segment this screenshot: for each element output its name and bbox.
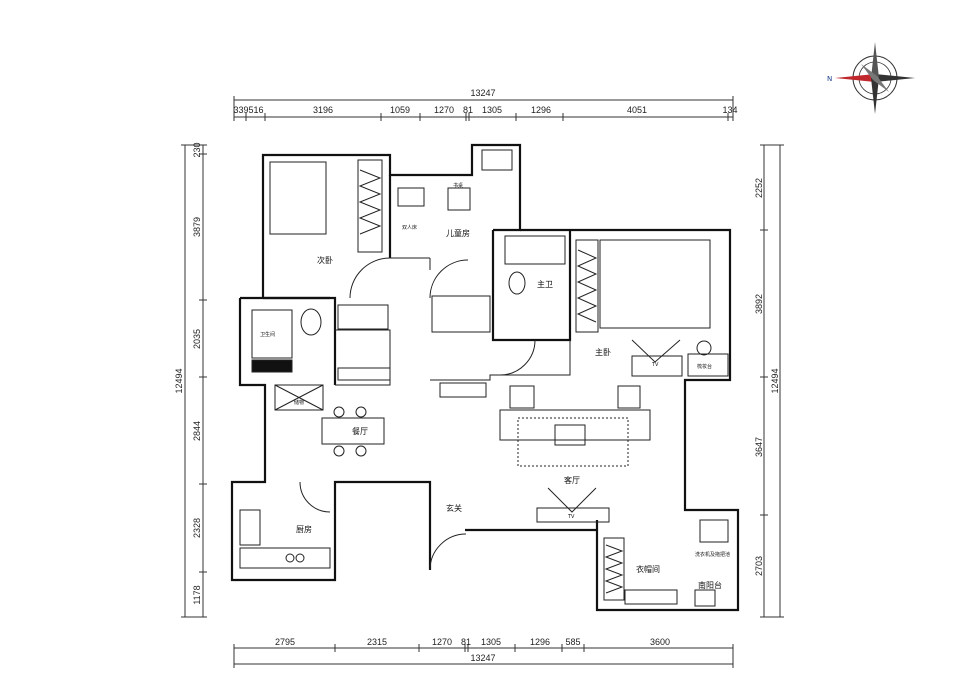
- room-label-bathroom: 卫生间: [260, 331, 275, 338]
- dim: 3600: [650, 637, 670, 647]
- rug: [517, 417, 629, 467]
- dim: 2703: [754, 556, 764, 576]
- label-tv-living: TV: [567, 514, 575, 520]
- toilet-master: [508, 271, 526, 295]
- compass-north-label: N: [827, 75, 832, 83]
- right-total-dim: 12494: [770, 368, 780, 393]
- dim: 1296: [530, 637, 550, 647]
- bed-master: [599, 239, 711, 329]
- sofa: [499, 409, 651, 441]
- tv-cabinet-master: [631, 355, 683, 377]
- dining-table: [321, 417, 385, 445]
- label-tv-master: TV: [651, 362, 659, 368]
- counter: [239, 547, 331, 569]
- right-dimension-lines: 2252 3892 3647 2703 12494: [754, 144, 784, 618]
- coffee-table: [554, 424, 586, 446]
- dim: 3892: [754, 294, 764, 314]
- room-label-walk-in-closet: 衣帽间: [636, 564, 660, 574]
- dim: 1305: [482, 105, 502, 115]
- dim: 81: [461, 637, 471, 647]
- room-label-balcony: 南阳台: [698, 580, 722, 590]
- dim: 339: [233, 105, 248, 115]
- label-dresser: 梳妆台: [697, 363, 712, 370]
- dim: 2315: [367, 637, 387, 647]
- dim: 81: [463, 105, 473, 115]
- dim: 1270: [434, 105, 454, 115]
- label-laundry: 洗衣机及拖把池: [695, 551, 730, 558]
- sink: [239, 509, 261, 546]
- room-label-dining: 餐厅: [352, 427, 368, 436]
- dim: 2035: [192, 329, 202, 349]
- dim: 585: [565, 637, 580, 647]
- room-labels: 次卧 儿童房 书桌 双人床 主卫 主卧 卫生间 储物 餐厅 厨房 玄关 客厅 衣…: [260, 182, 730, 590]
- room-label-master-bedroom: 主卧: [595, 347, 611, 357]
- dim: 1178: [192, 585, 202, 604]
- bottom-dimension-lines: 2795 2315 1270 81 1305 1296 585 3600 132…: [233, 637, 734, 668]
- dim: 4051: [627, 105, 647, 115]
- dim: 1296: [531, 105, 551, 115]
- room-label-living-room: 客厅: [564, 475, 580, 485]
- top-total-dim: 13247: [470, 88, 495, 98]
- tv-cabinet: [536, 507, 610, 523]
- label-storage: 储物: [294, 399, 304, 406]
- furniture: [239, 149, 729, 607]
- dim: 1305: [481, 637, 501, 647]
- dim: 2844: [192, 421, 202, 441]
- label-bed: 双人床: [402, 224, 417, 231]
- walls: [230, 143, 740, 612]
- dim: 2795: [275, 637, 295, 647]
- room-label-entrance: 玄关: [446, 503, 462, 513]
- dim: 230: [192, 142, 202, 157]
- toilet: [300, 308, 322, 336]
- desk-chair: [447, 187, 471, 211]
- label-desk: 书桌: [453, 182, 463, 189]
- bed-second-bedroom: [269, 161, 327, 235]
- dim: 2328: [192, 518, 202, 538]
- dim: 134: [722, 105, 737, 115]
- room-label-master-bath: 主卫: [537, 279, 553, 289]
- wardrobe-master: [575, 239, 599, 333]
- room-label-kitchen: 厨房: [296, 524, 312, 534]
- bottom-total-dim: 13247: [470, 653, 495, 663]
- top-dimension-lines: 13247 339 516 3196 1059 1270 81 1305 129…: [233, 88, 738, 121]
- dim: 516: [248, 105, 263, 115]
- compass-icon: N: [827, 42, 915, 114]
- bathtub: [504, 235, 566, 265]
- dim: 3879: [192, 217, 202, 237]
- storage-box: [274, 384, 324, 411]
- dim: 3196: [313, 105, 333, 115]
- dim: 3647: [754, 437, 764, 457]
- wardrobe: [357, 159, 383, 253]
- closet-rack: [603, 537, 625, 601]
- room-label-second-bedroom: 次卧: [317, 255, 333, 265]
- dim: 1059: [390, 105, 410, 115]
- wardrobe-kids: [431, 295, 491, 333]
- dim: 1270: [432, 637, 452, 647]
- doors: [299, 257, 536, 571]
- room-label-kids-room: 儿童房: [446, 228, 470, 238]
- left-dimension-lines: 230 3879 2035 2844 2328 1178 12494: [174, 142, 207, 618]
- left-total-dim: 12494: [174, 368, 184, 393]
- dim: 2252: [754, 178, 764, 198]
